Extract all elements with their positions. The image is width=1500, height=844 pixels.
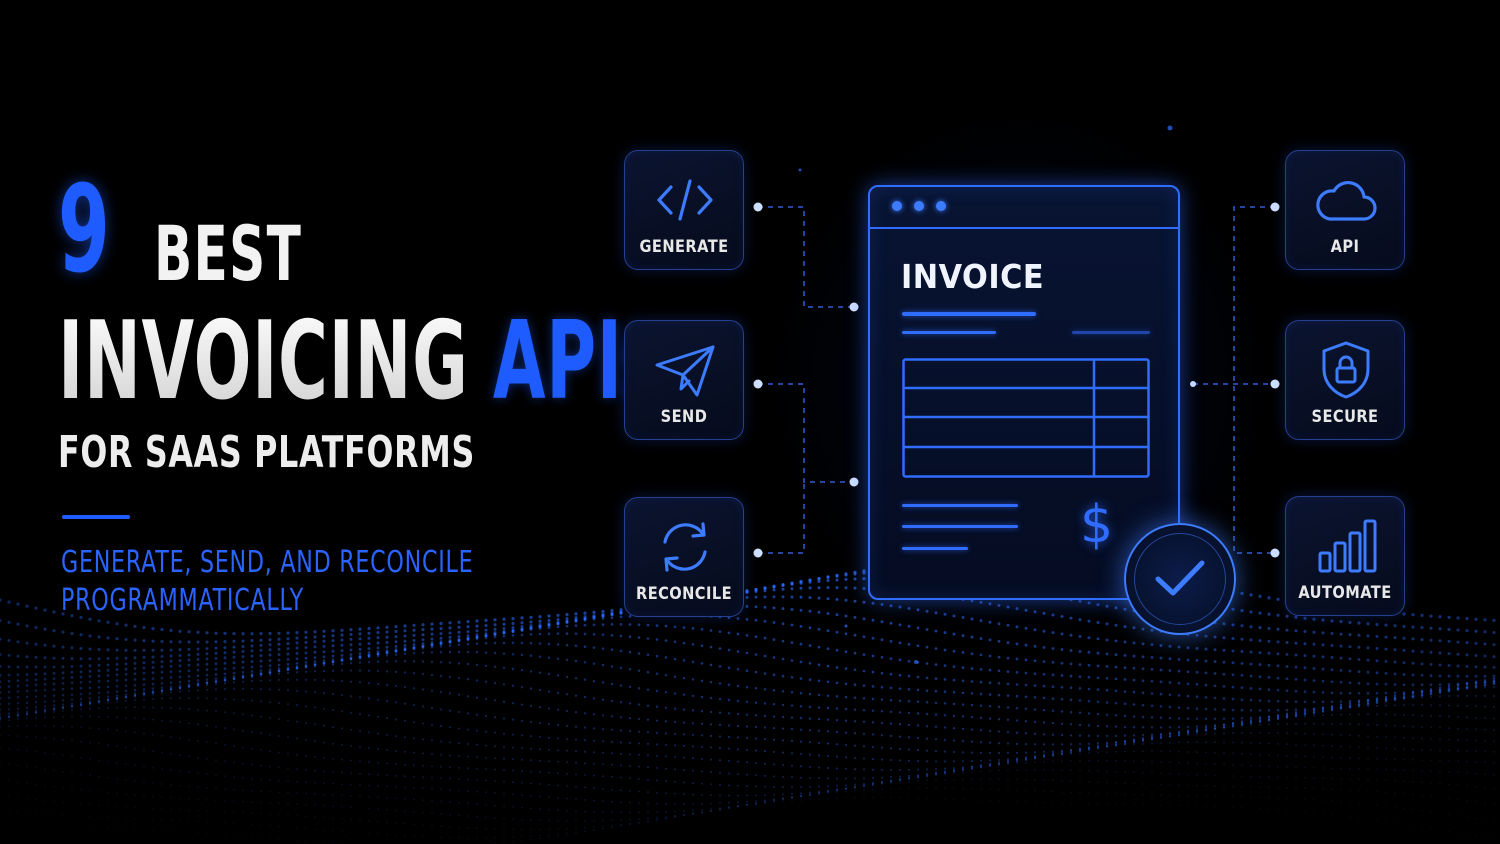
headline-tagline: FOR SAAS PLATFORMS (58, 427, 476, 478)
headline-number: 9 (58, 161, 110, 300)
subtitle: GENERATE, SEND, AND RECONCILE PROGRAMMAT… (61, 544, 520, 620)
feature-secure-label: SECURE (1311, 407, 1379, 427)
paper-plane-icon (655, 345, 715, 397)
feature-reconcile[interactable]: RECONCILE (624, 497, 744, 617)
refresh-icon (663, 522, 707, 572)
feature-secure[interactable]: SECURE (1285, 320, 1405, 440)
connector-dot (753, 379, 763, 389)
invoice-underline (902, 312, 1036, 316)
window-dot (936, 201, 946, 211)
connector-dot (1270, 202, 1280, 212)
connector-dot (1190, 381, 1196, 387)
feature-reconcile-label: RECONCILE (636, 584, 732, 604)
window-dot (892, 201, 902, 211)
feature-send[interactable]: SEND (624, 320, 744, 440)
headline-main: INVOICING APIs (58, 306, 664, 418)
cloud-icon (1316, 181, 1377, 221)
invoice-card: INVOICE $ (868, 185, 1180, 600)
connector-dot (753, 548, 763, 558)
invoice-text-line (1072, 331, 1150, 334)
connector-dot (1270, 548, 1280, 558)
feature-send-label: SEND (660, 407, 708, 427)
dollar-icon: $ (1080, 495, 1114, 555)
connector-dot (849, 302, 859, 312)
invoice-text-line (902, 525, 1018, 528)
code-icon (657, 179, 713, 221)
checkmark-icon (1155, 560, 1205, 596)
connector-dot (753, 202, 763, 212)
accent-divider (62, 515, 130, 519)
feature-generate-label: GENERATE (639, 237, 729, 257)
headline: 9 BEST INVOICING APIs FOR SAAS PLATFORMS (58, 161, 663, 478)
feature-generate[interactable]: GENERATE (624, 150, 744, 270)
shield-lock-icon (1322, 341, 1370, 399)
invoice-window-bar (870, 187, 1178, 229)
headline-invoicing: INVOICING (58, 299, 469, 424)
window-dot (914, 201, 924, 211)
subtitle-line-2: PROGRAMMATICALLY (61, 583, 304, 618)
invoice-text-line (902, 504, 1018, 507)
feature-api[interactable]: API (1285, 150, 1405, 270)
connector-dot (849, 477, 859, 487)
invoice-text-line (902, 331, 996, 334)
status-check-badge (1124, 523, 1236, 635)
feature-api-label: API (1330, 237, 1360, 257)
connector-dot (1270, 379, 1280, 389)
headline-best: BEST (154, 209, 303, 298)
feature-automate[interactable]: AUTOMATE (1285, 496, 1405, 616)
subtitle-line-1: GENERATE, SEND, AND RECONCILE (61, 545, 474, 580)
invoice-title: INVOICE (901, 257, 1045, 296)
bar-chart-icon (1318, 519, 1377, 573)
feature-automate-label: AUTOMATE (1298, 583, 1392, 603)
invoice-text-line (902, 547, 968, 550)
invoice-table (902, 358, 1150, 478)
